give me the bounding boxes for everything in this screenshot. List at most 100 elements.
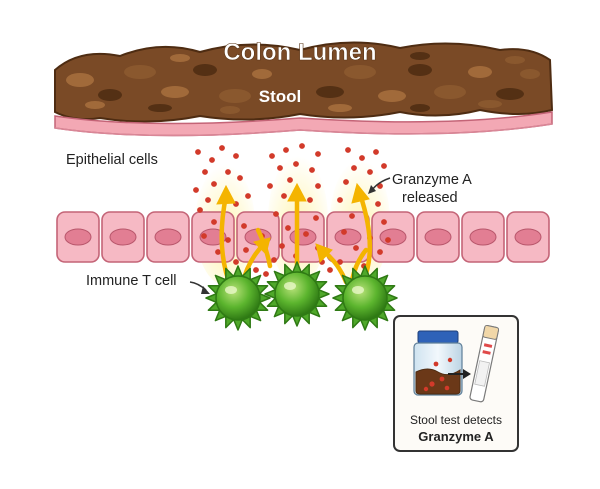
granzyme-particle	[241, 223, 247, 229]
granzyme-particle	[279, 243, 285, 249]
test-strip-icon	[469, 324, 500, 403]
epithelial-cell	[281, 211, 325, 263]
t-cell-icon	[332, 265, 398, 331]
stool-lump	[98, 89, 122, 101]
granzyme-particle	[315, 183, 321, 189]
granzyme-label-line1: Granzyme A	[392, 172, 472, 188]
stool-label: Stool	[259, 87, 302, 106]
granzyme-particle	[367, 169, 373, 175]
stool-lump	[85, 101, 105, 109]
granzyme-particle	[303, 231, 309, 237]
granzyme-particle	[285, 225, 291, 231]
granzyme-particle	[299, 143, 305, 149]
granzyme-particle	[193, 187, 199, 193]
granzyme-particle	[313, 215, 319, 221]
granzyme-particle	[315, 151, 321, 157]
colon-lumen-title: Colon Lumen	[223, 39, 376, 66]
stool-lump	[66, 73, 94, 87]
granzyme-particle	[359, 155, 365, 161]
granzyme-particle	[287, 177, 293, 183]
stool-lump	[434, 85, 466, 99]
stool-lump	[328, 104, 352, 112]
stool-band	[54, 41, 554, 123]
granzyme-particle	[283, 147, 289, 153]
granzyme-particle	[225, 237, 231, 243]
granzyme-particle	[202, 169, 208, 175]
stool-lump	[170, 54, 190, 62]
stool-lump	[505, 56, 525, 64]
granzyme-particle	[245, 193, 251, 199]
granzyme-particle	[211, 219, 217, 225]
t-cell-icon	[264, 261, 330, 327]
stool-lump	[316, 86, 344, 98]
granzyme-particle	[345, 147, 351, 153]
test-arrow-head-icon	[463, 369, 471, 379]
epithelial-cells-label: Epithelial cells	[66, 152, 158, 168]
stool-test-label-line2: Granzyme A	[418, 429, 494, 444]
granzyme-particle	[243, 247, 249, 253]
granzyme-particle	[281, 193, 287, 199]
stool-lump	[219, 89, 251, 103]
stool-lump	[410, 52, 430, 60]
granzyme-particle	[225, 169, 231, 175]
granzyme-particle	[277, 165, 283, 171]
granzyme-particle	[219, 145, 225, 151]
epithelial-cell	[101, 211, 145, 263]
epithelial-cell	[56, 211, 100, 263]
granzyme-particles	[193, 143, 391, 277]
stool-lump	[220, 106, 240, 114]
arrow-head-icon	[351, 182, 370, 204]
stool-lump	[161, 86, 189, 98]
stool-lump	[378, 90, 406, 102]
arrow-head-icon	[315, 243, 333, 263]
granzyme-particle	[237, 175, 243, 181]
stool-lump	[410, 104, 430, 112]
granzyme-label-line2: released	[402, 190, 458, 206]
granzyme-particle	[195, 149, 201, 155]
granzyme-particle	[233, 259, 239, 265]
stool-lump	[478, 100, 502, 108]
stool-lump	[344, 65, 376, 79]
t-cell-group	[205, 261, 398, 331]
epithelial-cell	[461, 211, 505, 263]
epithelial-cell	[236, 211, 280, 263]
granzyme-particle	[267, 183, 273, 189]
t-cell-label: Immune T cell	[86, 273, 177, 289]
granzyme-particle	[353, 245, 359, 251]
granzyme-particle	[309, 167, 315, 173]
epithelial-cell-row	[56, 211, 550, 263]
granzyme-particle	[351, 165, 357, 171]
epithelial-cell	[146, 211, 190, 263]
granzyme-particle	[253, 267, 259, 273]
granzyme-particle	[205, 197, 211, 203]
pointer-head-icon	[368, 185, 376, 194]
granzyme-particle	[263, 271, 269, 277]
granzyme-particle	[337, 259, 343, 265]
stool-test-label-line1: Stool test detects	[410, 413, 502, 427]
granzyme-particle	[349, 213, 355, 219]
granzyme-particle	[375, 201, 381, 207]
granzyme-particle	[307, 197, 313, 203]
stool-lump	[520, 69, 540, 79]
stool-lump	[193, 64, 217, 76]
granzyme-particle	[385, 237, 391, 243]
t-cell-icon	[205, 265, 271, 331]
granzyme-particle	[377, 249, 383, 255]
granzyme-particle	[233, 153, 239, 159]
epithelial-cell	[371, 211, 415, 263]
stool-lump	[408, 64, 432, 76]
granzyme-particle	[293, 161, 299, 167]
granzyme-particle	[209, 157, 215, 163]
granzyme-particle	[341, 229, 347, 235]
mucosa-layer	[54, 111, 553, 137]
granzyme-particle	[327, 267, 333, 273]
epithelial-cell	[506, 211, 550, 263]
stool-lump	[252, 69, 272, 79]
stool-test-panel: Stool test detects Granzyme A	[393, 315, 519, 452]
granzyme-particle	[273, 211, 279, 217]
granzyme-particle	[201, 233, 207, 239]
granzyme-particle	[211, 181, 217, 187]
granzyme-particle	[381, 163, 387, 169]
arrow-head-icon	[287, 182, 307, 202]
granzyme-particle	[215, 249, 221, 255]
